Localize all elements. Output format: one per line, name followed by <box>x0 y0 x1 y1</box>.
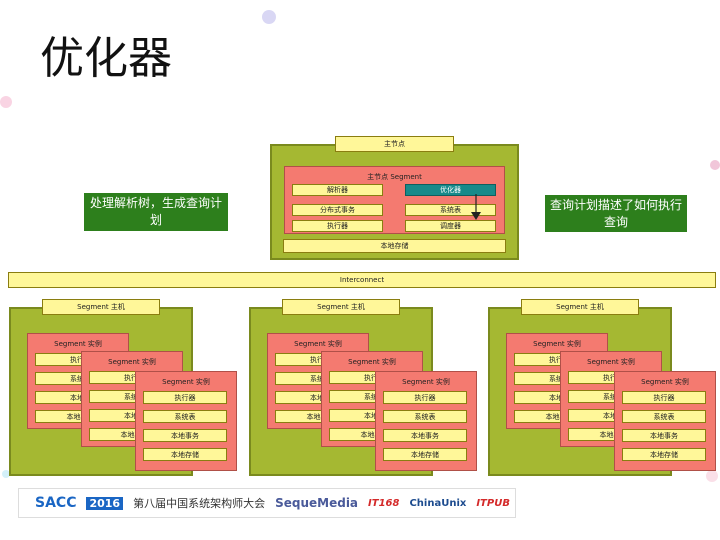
instance-row: 系统表 <box>383 410 467 423</box>
segment-instance-label: Segment 实例 <box>587 358 635 366</box>
parser-box: 解析器 <box>292 184 383 196</box>
instance-row: 执行器 <box>622 391 706 404</box>
it168-logo: IT168 <box>368 497 400 509</box>
conference-name: 第八届中国系统架构师大会 <box>133 497 266 510</box>
master-node-label: 主节点 <box>335 136 454 152</box>
executor-box: 执行器 <box>292 220 383 232</box>
interconnect-bar: Interconnect <box>8 272 716 288</box>
decor-dot <box>0 96 12 108</box>
callout-right: 查询计划描述了如何执行查询 <box>545 195 687 232</box>
segment-host-label: Segment 主机 <box>282 299 400 315</box>
sponsor-logos: SACC 2016 第八届中国系统架构师大会 SequeMedia IT168 … <box>18 488 516 518</box>
instance-row: 本地存储 <box>143 448 227 461</box>
instance-row: 系统表 <box>143 410 227 423</box>
dispatcher-box: 调度器 <box>405 220 496 232</box>
segment-instance-label: Segment 实例 <box>641 378 689 386</box>
sacc-logo: SACC <box>35 495 77 511</box>
segment-instance-label: Segment 实例 <box>533 340 581 348</box>
decor-dot <box>262 10 276 24</box>
instance-row: 系统表 <box>622 410 706 423</box>
page-title: 优化器 <box>40 33 172 84</box>
year-badge: 2016 <box>86 496 124 510</box>
decor-dot <box>706 470 718 482</box>
instance-row: 本地事务 <box>143 429 227 442</box>
instance-row: 执行器 <box>383 391 467 404</box>
instance-row: 本地事务 <box>622 429 706 442</box>
itpub-logo: ITPUB <box>476 497 510 509</box>
optimizer-arrow <box>471 194 481 220</box>
instance-row: 本地存储 <box>622 448 706 461</box>
sequemedia-logo: SequeMedia <box>275 496 359 510</box>
optimizer-box: 优化器 <box>405 184 496 196</box>
instance-row: 本地事务 <box>383 429 467 442</box>
callout-left: 处理解析树，生成查询计划 <box>84 193 228 231</box>
instance-row: 执行器 <box>143 391 227 404</box>
master-storage: 本地存储 <box>283 239 506 253</box>
segment-host-label: Segment 主机 <box>42 299 160 315</box>
distributed-tx-box: 分布式事务 <box>292 204 383 216</box>
segment-host-label: Segment 主机 <box>521 299 639 315</box>
instance-row: 本地存储 <box>383 448 467 461</box>
segment-instance-label: Segment 实例 <box>108 358 156 366</box>
decor-dot <box>710 160 720 170</box>
segment-instance-label: Segment 实例 <box>54 340 102 348</box>
chinaunix-logo: ChinaUnix <box>409 497 467 509</box>
master-segment-label: 主节点 Segment <box>367 173 422 181</box>
segment-instance-label: Segment 实例 <box>294 340 342 348</box>
decor-dot <box>2 470 10 478</box>
segment-instance-label: Segment 实例 <box>162 378 210 386</box>
segment-instance-label: Segment 实例 <box>402 378 450 386</box>
segment-instance-label: Segment 实例 <box>348 358 396 366</box>
